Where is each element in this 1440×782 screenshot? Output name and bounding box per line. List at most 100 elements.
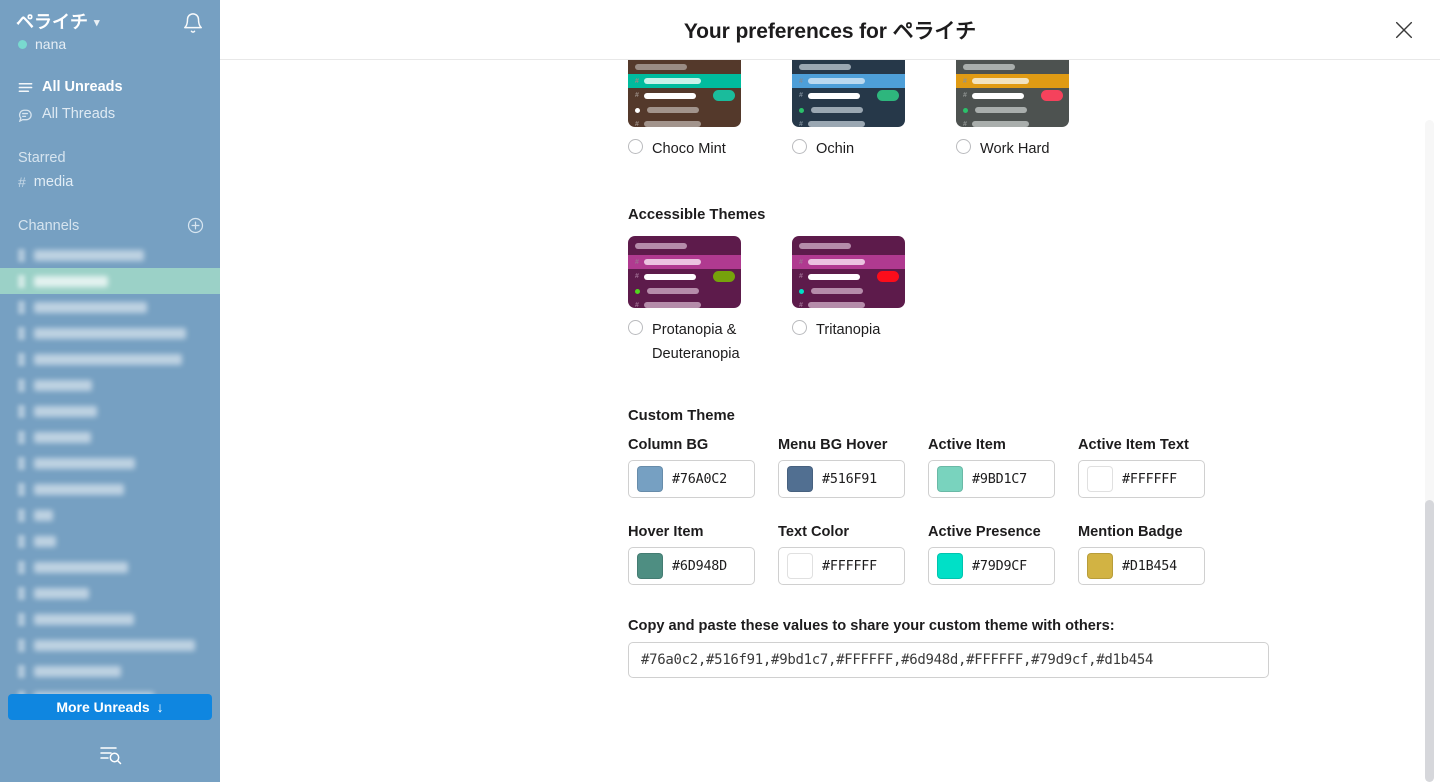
bell-icon[interactable]: [182, 12, 204, 34]
color-field-label: Column BG: [628, 437, 709, 453]
color-chip[interactable]: [787, 466, 813, 492]
radio-button[interactable]: [792, 139, 807, 154]
color-field-text-color[interactable]: #FFFFFF: [778, 547, 905, 585]
color-chip[interactable]: [937, 466, 963, 492]
color-field-active-presence[interactable]: #79D9CF: [928, 547, 1055, 585]
color-field-hover-item[interactable]: #6D948D: [628, 547, 755, 585]
theme-radio-ochin[interactable]: Ochin: [792, 137, 942, 161]
current-user[interactable]: nana: [0, 34, 220, 52]
theme-radio-choco-mint[interactable]: Choco Mint: [628, 137, 778, 161]
hash-icon: [18, 482, 25, 496]
sidebar-channel-item[interactable]: [0, 320, 220, 346]
workspace-switcher[interactable]: ペライチ ▾: [16, 12, 100, 34]
color-chip[interactable]: [637, 466, 663, 492]
theme-swatch[interactable]: ###: [628, 236, 741, 308]
sidebar-item-all-threads[interactable]: All Threads: [0, 101, 220, 128]
color-field-cell: Menu BG Hover#516F91: [778, 437, 928, 498]
sidebar-channel-item[interactable]: [0, 294, 220, 320]
sidebar-channel-item[interactable]: [0, 502, 220, 528]
sidebar-channel-item[interactable]: [0, 554, 220, 580]
color-field-active-item[interactable]: #9BD1C7: [928, 460, 1055, 498]
theme-radio-protanopia-deuteranopia[interactable]: Protanopia & Deuteranopia: [628, 318, 778, 366]
channel-name-redacted: [34, 665, 121, 677]
vertical-scrollbar[interactable]: [1425, 120, 1434, 782]
channel-name-redacted: [34, 431, 91, 443]
channel-name-redacted: [34, 587, 89, 599]
sidebar-channel-item[interactable]: [0, 606, 220, 632]
theme-radio-work-hard[interactable]: Work Hard: [956, 137, 1106, 161]
channel-name-redacted: [34, 327, 186, 339]
sidebar-channel-item[interactable]: [0, 424, 220, 450]
color-chip[interactable]: [787, 553, 813, 579]
theme-option: ### Protanopia & Deuteranopia: [628, 236, 792, 366]
color-chip[interactable]: [637, 553, 663, 579]
color-field-label: Active Item Text: [1078, 437, 1189, 453]
sidebar-channel-item[interactable]: [0, 268, 220, 294]
sidebar-channel-item[interactable]: [0, 658, 220, 684]
channel-name-redacted: [34, 405, 97, 417]
sidebar-footer: [0, 741, 220, 772]
chevron-down-icon: ▾: [94, 17, 100, 30]
accessible-themes-heading: Accessible Themes: [628, 207, 766, 223]
channels-heading-label: Channels: [18, 217, 80, 234]
hash-icon: [18, 508, 25, 522]
more-unreads-button[interactable]: More Unreads ↓: [8, 694, 212, 720]
hash-icon: [18, 430, 25, 444]
theme-option: ### Ochin: [792, 60, 956, 161]
hash-icon: [18, 326, 25, 340]
preferences-modal: Your preferences for ペライチ ###Choco Mint#…: [220, 0, 1440, 782]
color-chip[interactable]: [1087, 553, 1113, 579]
sidebar-channel-item[interactable]: [0, 242, 220, 268]
share-theme-label: Copy and paste these values to share you…: [628, 618, 1115, 634]
theme-swatch[interactable]: ###: [792, 60, 905, 127]
color-hex-value: #FFFFFF: [1122, 471, 1178, 487]
hash-icon: [18, 274, 25, 288]
theme-swatch[interactable]: ###: [792, 236, 905, 308]
close-icon[interactable]: [1390, 16, 1418, 44]
theme-option: ### Work Hard: [956, 60, 1120, 161]
theme-radio-tritanopia[interactable]: Tritanopia: [792, 318, 942, 342]
sidebar-channel-item[interactable]: [0, 372, 220, 398]
hash-icon: [18, 612, 25, 626]
plus-circle-icon[interactable]: [187, 217, 204, 234]
sidebar-item-media[interactable]: # media: [0, 169, 220, 195]
radio-button[interactable]: [628, 139, 643, 154]
scrollbar-thumb[interactable]: [1425, 500, 1434, 782]
sidebar-channel-item[interactable]: [0, 398, 220, 424]
sidebar-channel-item[interactable]: [0, 580, 220, 606]
radio-button[interactable]: [956, 139, 971, 154]
color-field-cell: Active Item#9BD1C7: [928, 437, 1078, 498]
search-list-icon[interactable]: [97, 741, 123, 772]
sidebar-item-all-unreads[interactable]: All Unreads: [0, 74, 220, 101]
theme-name-label: Ochin: [816, 141, 855, 157]
sidebar-channel-item[interactable]: [0, 528, 220, 554]
theme-option: ### Choco Mint: [628, 60, 792, 161]
theme-option: ### Tritanopia: [792, 236, 956, 366]
color-field-column-bg[interactable]: #76A0C2: [628, 460, 755, 498]
hash-icon: [18, 456, 25, 470]
color-field-menu-bg-hover[interactable]: #516F91: [778, 460, 905, 498]
color-hex-value: #6D948D: [672, 558, 728, 574]
radio-button[interactable]: [628, 320, 643, 335]
color-field-cell: Hover Item#6D948D: [628, 524, 778, 585]
theme-swatch[interactable]: ###: [628, 60, 741, 127]
theme-name-label: Tritanopia: [816, 322, 881, 338]
share-theme-value: #76a0c2,#516f91,#9bd1c7,#FFFFFF,#6d948d,…: [641, 652, 1154, 668]
sidebar-channel-item[interactable]: [0, 476, 220, 502]
page-title: Your preferences for ペライチ: [683, 19, 977, 43]
color-chip[interactable]: [937, 553, 963, 579]
sidebar-channel-item[interactable]: [0, 632, 220, 658]
color-field-label: Mention Badge: [1078, 524, 1183, 540]
theme-name-label: Choco Mint: [652, 141, 726, 157]
color-field-active-item-text[interactable]: #FFFFFF: [1078, 460, 1205, 498]
sidebar-channel-item[interactable]: [0, 450, 220, 476]
sidebar-channel-item[interactable]: [0, 346, 220, 372]
color-chip[interactable]: [1087, 466, 1113, 492]
theme-swatch[interactable]: ###: [956, 60, 1069, 127]
share-theme-input[interactable]: #76a0c2,#516f91,#9bd1c7,#FFFFFF,#6d948d,…: [628, 642, 1269, 678]
arrow-down-icon: ↓: [156, 699, 164, 715]
modal-body: ### Choco Mint ### Ochin ### Work Hard Access…: [220, 60, 1440, 782]
color-field-mention-badge[interactable]: #D1B454: [1078, 547, 1205, 585]
radio-button[interactable]: [792, 320, 807, 335]
